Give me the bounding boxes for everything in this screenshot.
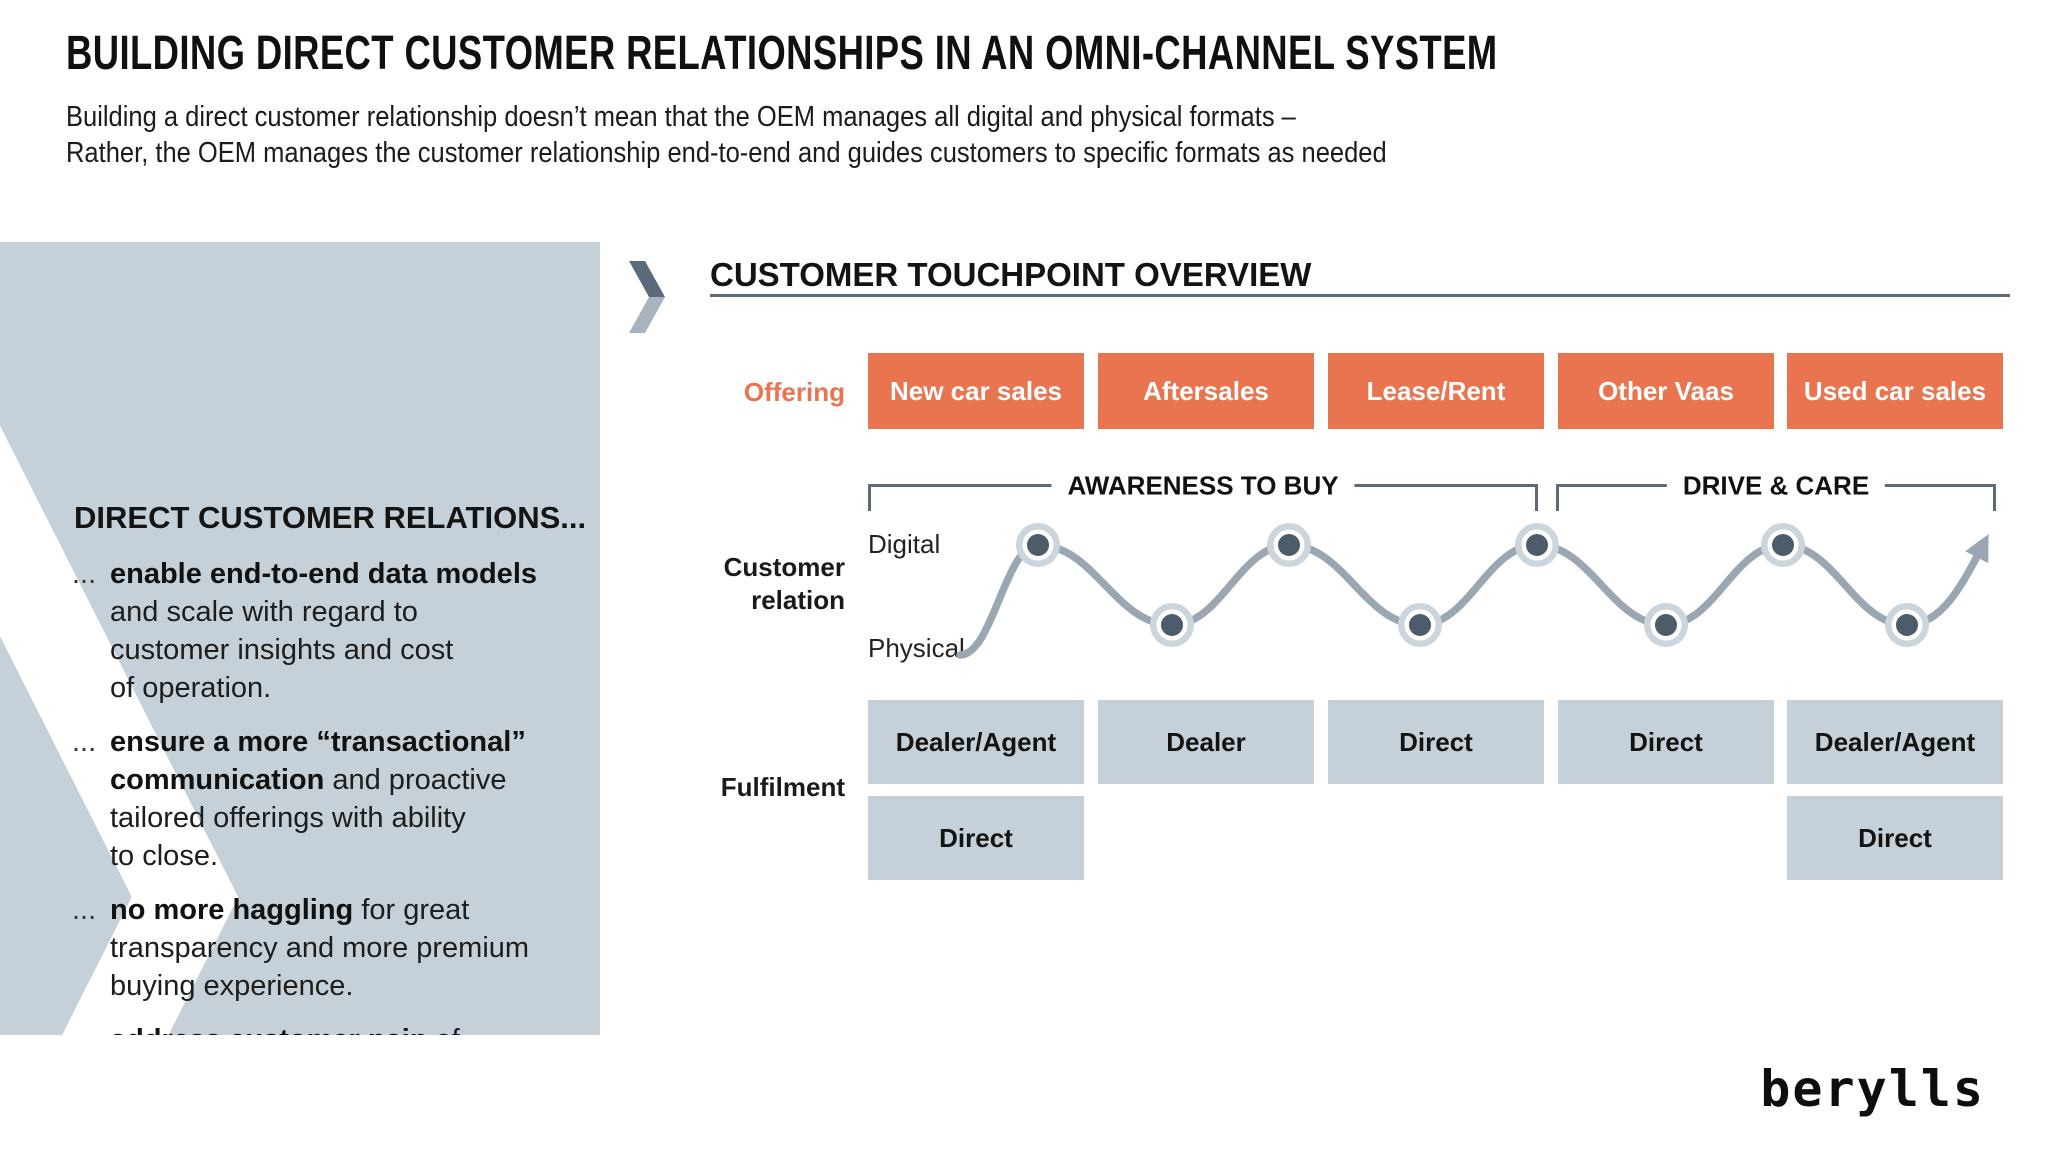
offering-box: Used car sales — [1787, 353, 2003, 429]
wave-dot — [1161, 614, 1183, 636]
wave-dot — [1526, 534, 1548, 556]
wave-dot — [1896, 614, 1918, 636]
phase-bracket-awareness: AWARENESS TO BUY — [868, 470, 1538, 514]
fulfilment-box: Direct — [1558, 700, 1774, 784]
sidebar-heading: DIRECT CUSTOMER RELATIONS... — [74, 500, 587, 535]
fulfilment-box: Dealer/Agent — [1787, 700, 2003, 784]
bullet-ellipsis: ... — [72, 558, 97, 590]
bracket-tick-right — [1535, 484, 1538, 511]
customer-relation-label: Customer relation — [723, 552, 845, 615]
offering-box: Aftersales — [1098, 353, 1314, 429]
bullet-text: address customer pain ofbroken tool and … — [110, 1021, 532, 1035]
wave-dot — [1655, 614, 1677, 636]
bullet-ellipsis: ... — [72, 726, 97, 758]
bracket-tick-left — [1556, 484, 1559, 511]
wave-dot — [1772, 534, 1794, 556]
overview-heading-underline — [710, 294, 2010, 297]
offering-box: Other Vaas — [1558, 353, 1774, 429]
fulfilment-box: Direct — [868, 796, 1084, 880]
section-chevron-icon — [629, 261, 665, 333]
bullet-text: ensure a more “transactional”communicati… — [110, 726, 526, 872]
wave-dot — [1409, 614, 1431, 636]
watermark-chevron-icon — [0, 425, 239, 1035]
offering-box: Lease/Rent — [1328, 353, 1544, 429]
sidebar-panel: DIRECT CUSTOMER RELATIONS... ... enable e… — [0, 242, 600, 1035]
bullet-ellipsis: ... — [72, 1021, 110, 1035]
page-title: BUILDING DIRECT CUSTOMER RELATIONSHIPS I… — [66, 27, 1498, 80]
page-subtitle: Building a direct customer relationship … — [66, 99, 1387, 171]
phase-label: AWARENESS TO BUY — [1051, 470, 1355, 502]
overview-heading: CUSTOMER TOUCHPOINT OVERVIEW — [710, 256, 1312, 293]
phase-label: DRIVE & CARE — [1666, 470, 1886, 502]
wave-dot — [1278, 534, 1300, 556]
offering-box: New car sales — [868, 353, 1084, 429]
fulfilment-box: Direct — [1787, 796, 2003, 880]
fulfilment-box: Direct — [1328, 700, 1544, 784]
berylls-logo: berylls — [1760, 1060, 1985, 1118]
digital-level-label: Digital — [868, 529, 941, 559]
bracket-tick-right — [1993, 484, 1996, 511]
wave-dot — [1027, 534, 1049, 556]
phase-bracket-drive-care: DRIVE & CARE — [1556, 470, 1996, 514]
customer-journey-wave — [956, 523, 1989, 659]
offering-row-label: Offering — [743, 377, 845, 407]
fulfilment-box: Dealer/Agent — [868, 700, 1084, 784]
bullet-item: ... ensure a more “transactional”communic… — [72, 723, 577, 875]
subtitle-line-2: Rather, the OEM manages the customer rel… — [66, 137, 1387, 169]
wave-line — [956, 534, 1989, 659]
fulfilment-box: Dealer — [1098, 700, 1314, 784]
bracket-tick-left — [868, 484, 871, 511]
subtitle-line-1: Building a direct customer relationship … — [66, 101, 1296, 133]
fulfilment-row-label: Fulfilment — [720, 772, 845, 802]
bullet-ellipsis: ... — [72, 894, 97, 926]
bullet-item: ...address customer pain ofbroken tool a… — [72, 1021, 577, 1035]
physical-level-label: Physical — [868, 633, 965, 663]
